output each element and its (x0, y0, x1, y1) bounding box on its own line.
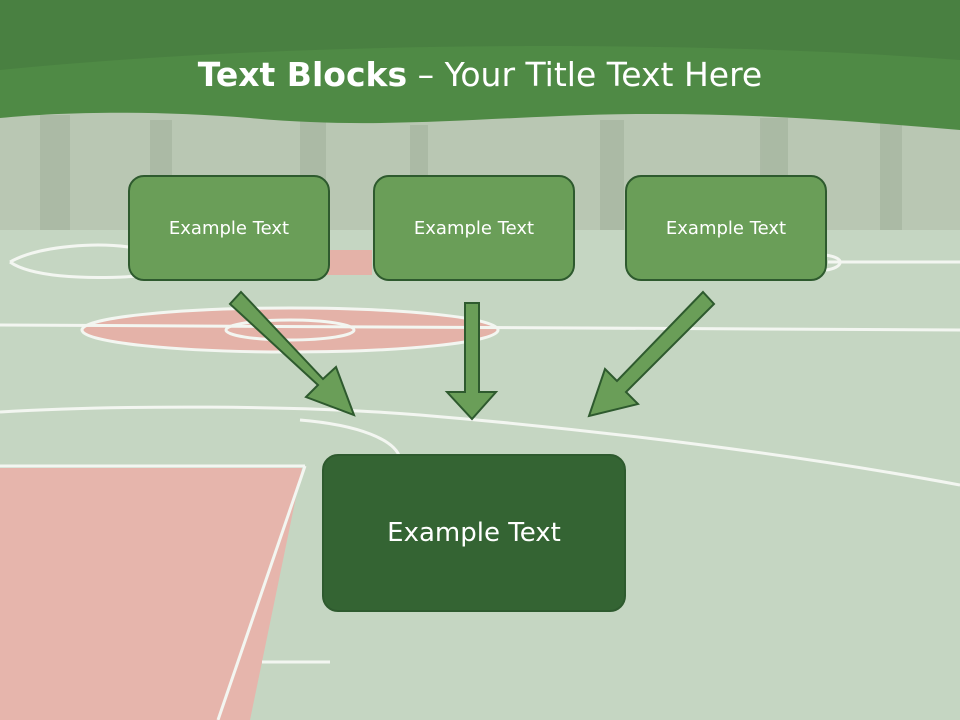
slide-title: Text Blocks – Your Title Text Here (0, 50, 960, 100)
result-block-label: Example Text (387, 518, 561, 548)
text-block-2[interactable]: Example Text (373, 175, 575, 281)
text-block-3-label: Example Text (665, 217, 787, 239)
arrow-right (587, 290, 716, 418)
arrow-center (444, 302, 499, 421)
text-block-1-label: Example Text (168, 217, 290, 239)
arrow-left (228, 290, 356, 417)
result-block[interactable]: Example Text (322, 454, 626, 612)
title-bold: Text Blocks (197, 55, 408, 94)
text-block-1[interactable]: Example Text (128, 175, 330, 281)
title-rest: – Your Title Text Here (417, 55, 763, 94)
text-block-3[interactable]: Example Text (625, 175, 827, 281)
text-block-2-label: Example Text (413, 217, 535, 239)
